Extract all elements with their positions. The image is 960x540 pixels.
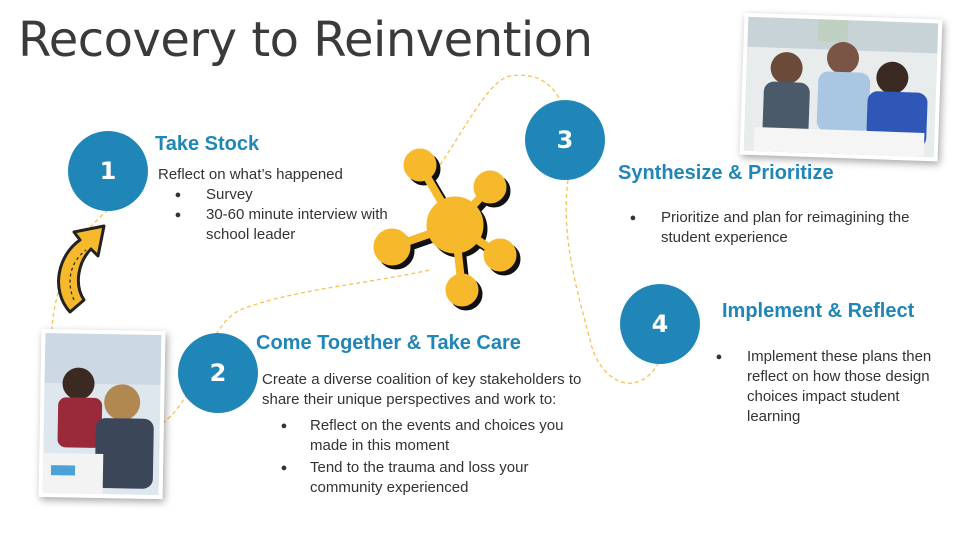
- list-item: ●Prioritize and plan for reimagining the…: [629, 209, 910, 246]
- students-photo-bottom-image: [42, 332, 162, 496]
- step-4-body: ●Implement these plans then reflect on h…: [715, 347, 937, 427]
- step-1-body: Reflect on what’s happened ●Survey ●30-6…: [158, 165, 388, 245]
- step-2-body: Create a diverse coalition of key stakeh…: [262, 370, 584, 498]
- step-4-bullets: ●Implement these plans then reflect on h…: [715, 347, 937, 427]
- list-item: ●Reflect on the events and choices you m…: [280, 417, 564, 454]
- list-item: ●Tend to the trauma and loss your commun…: [280, 459, 529, 496]
- list-item: ●30-60 minute interview with school lead…: [174, 206, 388, 243]
- step-4-circle: 4: [620, 284, 700, 364]
- step-2-circle: 2: [178, 333, 258, 413]
- step-2-bullets: ●Reflect on the events and choices you m…: [280, 416, 584, 498]
- students-photo-bottom: [38, 328, 166, 500]
- step-3-body: ●Prioritize and plan for reimagining the…: [629, 208, 941, 248]
- list-item: ●Implement these plans then reflect on h…: [715, 348, 932, 425]
- step-3-heading: Synthesize & Prioritize: [618, 162, 834, 184]
- step-1-number: 1: [99, 157, 117, 185]
- step-1-heading: Take Stock: [155, 133, 260, 155]
- step-1-circle: 1: [68, 131, 148, 211]
- step-4-heading: Implement & Reflect: [722, 300, 915, 322]
- step-3-bullets: ●Prioritize and plan for reimagining the…: [629, 208, 941, 248]
- step-2-intro: Create a diverse coalition of key stakeh…: [262, 371, 582, 408]
- step-2-heading: Come Together & Take Care: [256, 332, 521, 354]
- step-2-number: 2: [209, 359, 227, 387]
- step-4-number: 4: [651, 310, 669, 338]
- list-item: ●Survey: [174, 186, 253, 203]
- students-photo-top-image: [743, 16, 939, 158]
- students-photo-top: [739, 12, 943, 162]
- step-3-number: 3: [556, 126, 574, 154]
- page-title: Recovery to Reinvention: [18, 12, 593, 68]
- step-3-circle: 3: [525, 100, 605, 180]
- step-1-bullets: ●Survey ●30-60 minute interview with sch…: [174, 185, 388, 245]
- step-1-intro: Reflect on what’s happened: [158, 166, 343, 183]
